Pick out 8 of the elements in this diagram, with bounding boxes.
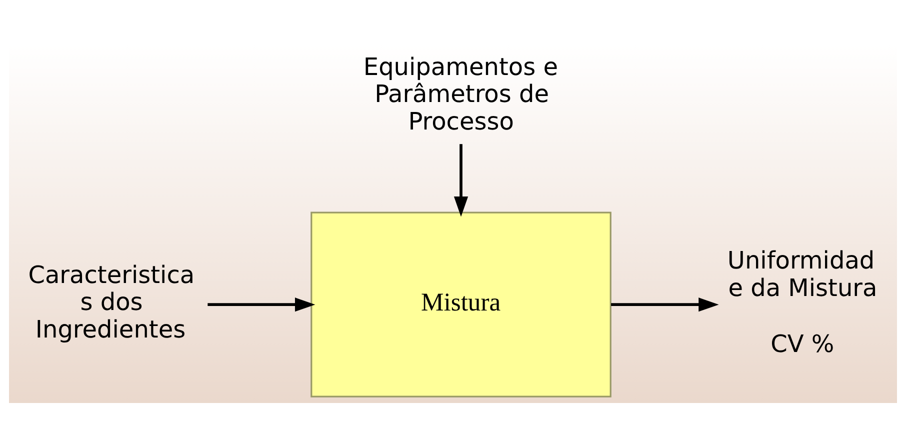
node-label: CV % [770,330,834,358]
node-text: Caracteristica s dos Ingredientes [28,261,195,344]
arrow [454,144,468,217]
arrow [208,298,316,312]
node-text: Equipamentos e Parâmetros de Processo [363,53,558,136]
arrow [611,298,719,312]
node-text: Uniformidad e da Mistura [727,246,878,302]
node-box: Mistura [310,212,612,398]
